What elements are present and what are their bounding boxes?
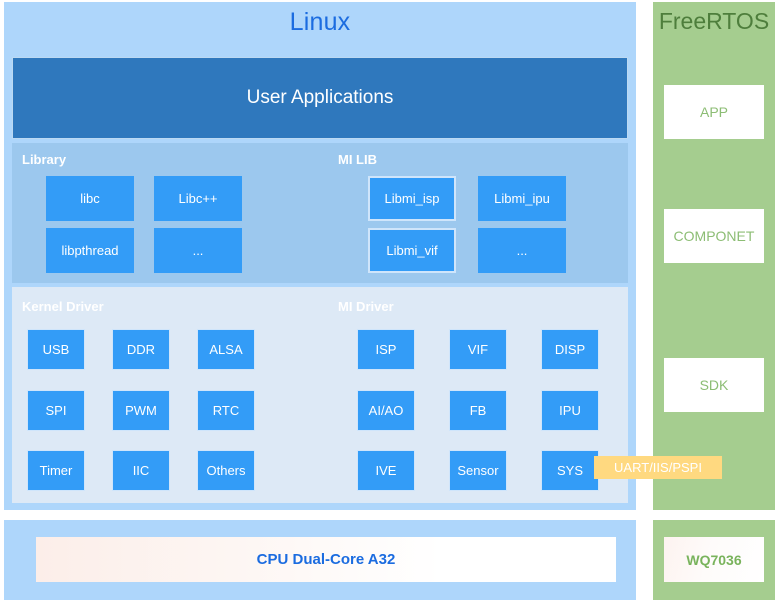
mi-driver-chip-ive[interactable]: IVE [357, 450, 415, 491]
mi-driver-chip-isp[interactable]: ISP [357, 329, 415, 370]
library-chip-libc[interactable]: libc [46, 176, 134, 221]
user-applications-label: User Applications [246, 87, 394, 108]
mi-lib-chip-more[interactable]: ... [478, 228, 566, 273]
mi-lib-section-label: MI LIB [338, 152, 377, 167]
library-band: Library MI LIB libc Libc++ libpthread ..… [12, 143, 628, 283]
mi-lib-chip-libmi-ipu[interactable]: Libmi_ipu [478, 176, 566, 221]
mi-driver-chip-ipu[interactable]: IPU [541, 390, 599, 431]
linux-title: Linux [289, 8, 351, 36]
cpu-panel: CPU Dual-Core A32 [4, 520, 636, 600]
cpu-label: CPU Dual-Core A32 [256, 551, 396, 568]
kernel-driver-chip-pwm[interactable]: PWM [112, 390, 170, 431]
kernel-driver-chip-usb[interactable]: USB [27, 329, 85, 370]
uart-iis-pspi-badge[interactable]: UART/IIS/PSPI [594, 456, 722, 479]
mi-driver-chip-disp[interactable]: DISP [541, 329, 599, 370]
freertos-title: FreeRTOS [658, 8, 770, 34]
freertos-footer-panel: WQ7036 [653, 520, 775, 600]
cpu-block[interactable]: CPU Dual-Core A32 [36, 537, 616, 582]
library-section-label: Library [22, 152, 67, 167]
kernel-driver-chip-ddr[interactable]: DDR [112, 329, 170, 370]
freertos-box-componet[interactable]: COMPONET [664, 209, 764, 263]
library-chip-more[interactable]: ... [154, 228, 242, 273]
linux-panel: Linux User Applications Library MI LIB l… [4, 2, 636, 510]
mi-driver-chip-fb[interactable]: FB [449, 390, 507, 431]
freertos-box-app[interactable]: APP [664, 85, 764, 139]
user-applications-block[interactable]: User Applications [12, 57, 628, 139]
freertos-panel: FreeRTOS APP COMPONET SDK [653, 2, 775, 510]
mi-lib-chip-libmi-vif[interactable]: Libmi_vif [368, 228, 456, 273]
kernel-driver-chip-others[interactable]: Others [197, 450, 255, 491]
kernel-driver-section-label: Kernel Driver [22, 299, 104, 314]
kernel-driver-chip-spi[interactable]: SPI [27, 390, 85, 431]
freertos-box-sdk[interactable]: SDK [664, 358, 764, 412]
freertos-chip-wq7036[interactable]: WQ7036 [664, 537, 764, 582]
mi-driver-section-label: MI Driver [338, 299, 394, 314]
mi-driver-chip-sys[interactable]: SYS [541, 450, 599, 491]
mi-driver-chip-sensor[interactable]: Sensor [449, 450, 507, 491]
library-chip-libcpp[interactable]: Libc++ [154, 176, 242, 221]
kernel-driver-chip-rtc[interactable]: RTC [197, 390, 255, 431]
kernel-driver-chip-alsa[interactable]: ALSA [197, 329, 255, 370]
library-chip-libpthread[interactable]: libpthread [46, 228, 134, 273]
mi-lib-chip-libmi-isp[interactable]: Libmi_isp [368, 176, 456, 221]
kernel-driver-chip-iic[interactable]: IIC [112, 450, 170, 491]
driver-band: Kernel Driver MI Driver USB DDR ALSA SPI… [12, 287, 628, 503]
mi-driver-chip-ai-ao[interactable]: AI/AO [357, 390, 415, 431]
mi-driver-chip-vif[interactable]: VIF [449, 329, 507, 370]
kernel-driver-chip-timer[interactable]: Timer [27, 450, 85, 491]
